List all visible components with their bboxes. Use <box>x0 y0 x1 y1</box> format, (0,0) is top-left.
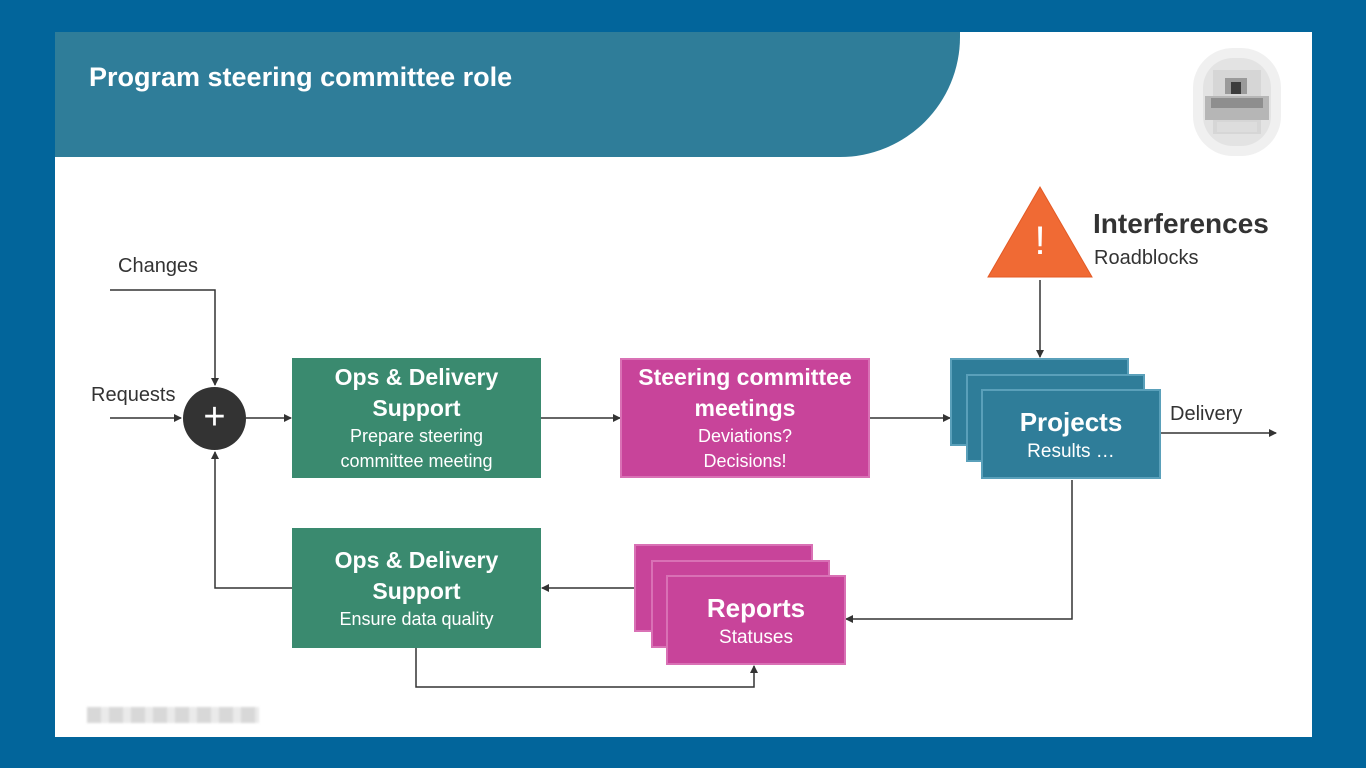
title-band: Program steering committee role <box>55 32 960 157</box>
steering-title-1: Steering committee <box>638 364 852 390</box>
ops-quality-title-1: Ops & Delivery <box>334 546 499 573</box>
page-title: Program steering committee role <box>89 62 513 92</box>
reports-box: Reports Statuses <box>666 575 846 665</box>
slide: Program steering committee role <box>55 32 1312 737</box>
warning-icon: ! <box>1034 219 1046 263</box>
ops-prepare-sub-2: committee meeting <box>340 451 493 471</box>
reports-sub: Statuses <box>719 626 793 648</box>
projects-title: Projects <box>1019 406 1123 437</box>
delivery-label: Delivery <box>1170 403 1243 425</box>
warning-triangle-shape <box>987 186 1093 278</box>
reports-title: Reports <box>706 592 806 623</box>
projects-box: Projects Results … <box>981 389 1161 479</box>
logo-icon <box>1193 48 1281 156</box>
footer-text-blurred <box>87 707 259 723</box>
interferences-sub: Roadblocks <box>1094 247 1199 269</box>
ops-prepare-title-1: Ops & Delivery <box>334 364 499 390</box>
connector-lines <box>110 186 1277 688</box>
ops-prepare-box: Ops & Delivery Support Prepare steering … <box>292 358 541 478</box>
ops-quality-title-2: Support <box>372 577 461 604</box>
ops-prepare-sub-1: Prepare steering <box>349 426 484 446</box>
steering-sub-2: Decisions! <box>703 451 787 471</box>
steering-title-2: meetings <box>694 395 796 421</box>
plus-icon: + <box>183 387 246 450</box>
interferences-title: Interferences <box>1093 208 1269 239</box>
steering-sub-1: Deviations? <box>697 426 793 446</box>
ops-prepare-title-2: Support <box>372 395 461 421</box>
requests-label: Requests <box>91 384 176 406</box>
projects-sub: Results … <box>1027 440 1115 462</box>
changes-label: Changes <box>118 255 199 277</box>
steering-box: Steering committee meetings Deviations? … <box>620 358 870 478</box>
ops-quality-sub: Ensure data quality <box>339 608 494 629</box>
ops-quality-box: Ops & Delivery Support Ensure data quali… <box>292 528 541 648</box>
